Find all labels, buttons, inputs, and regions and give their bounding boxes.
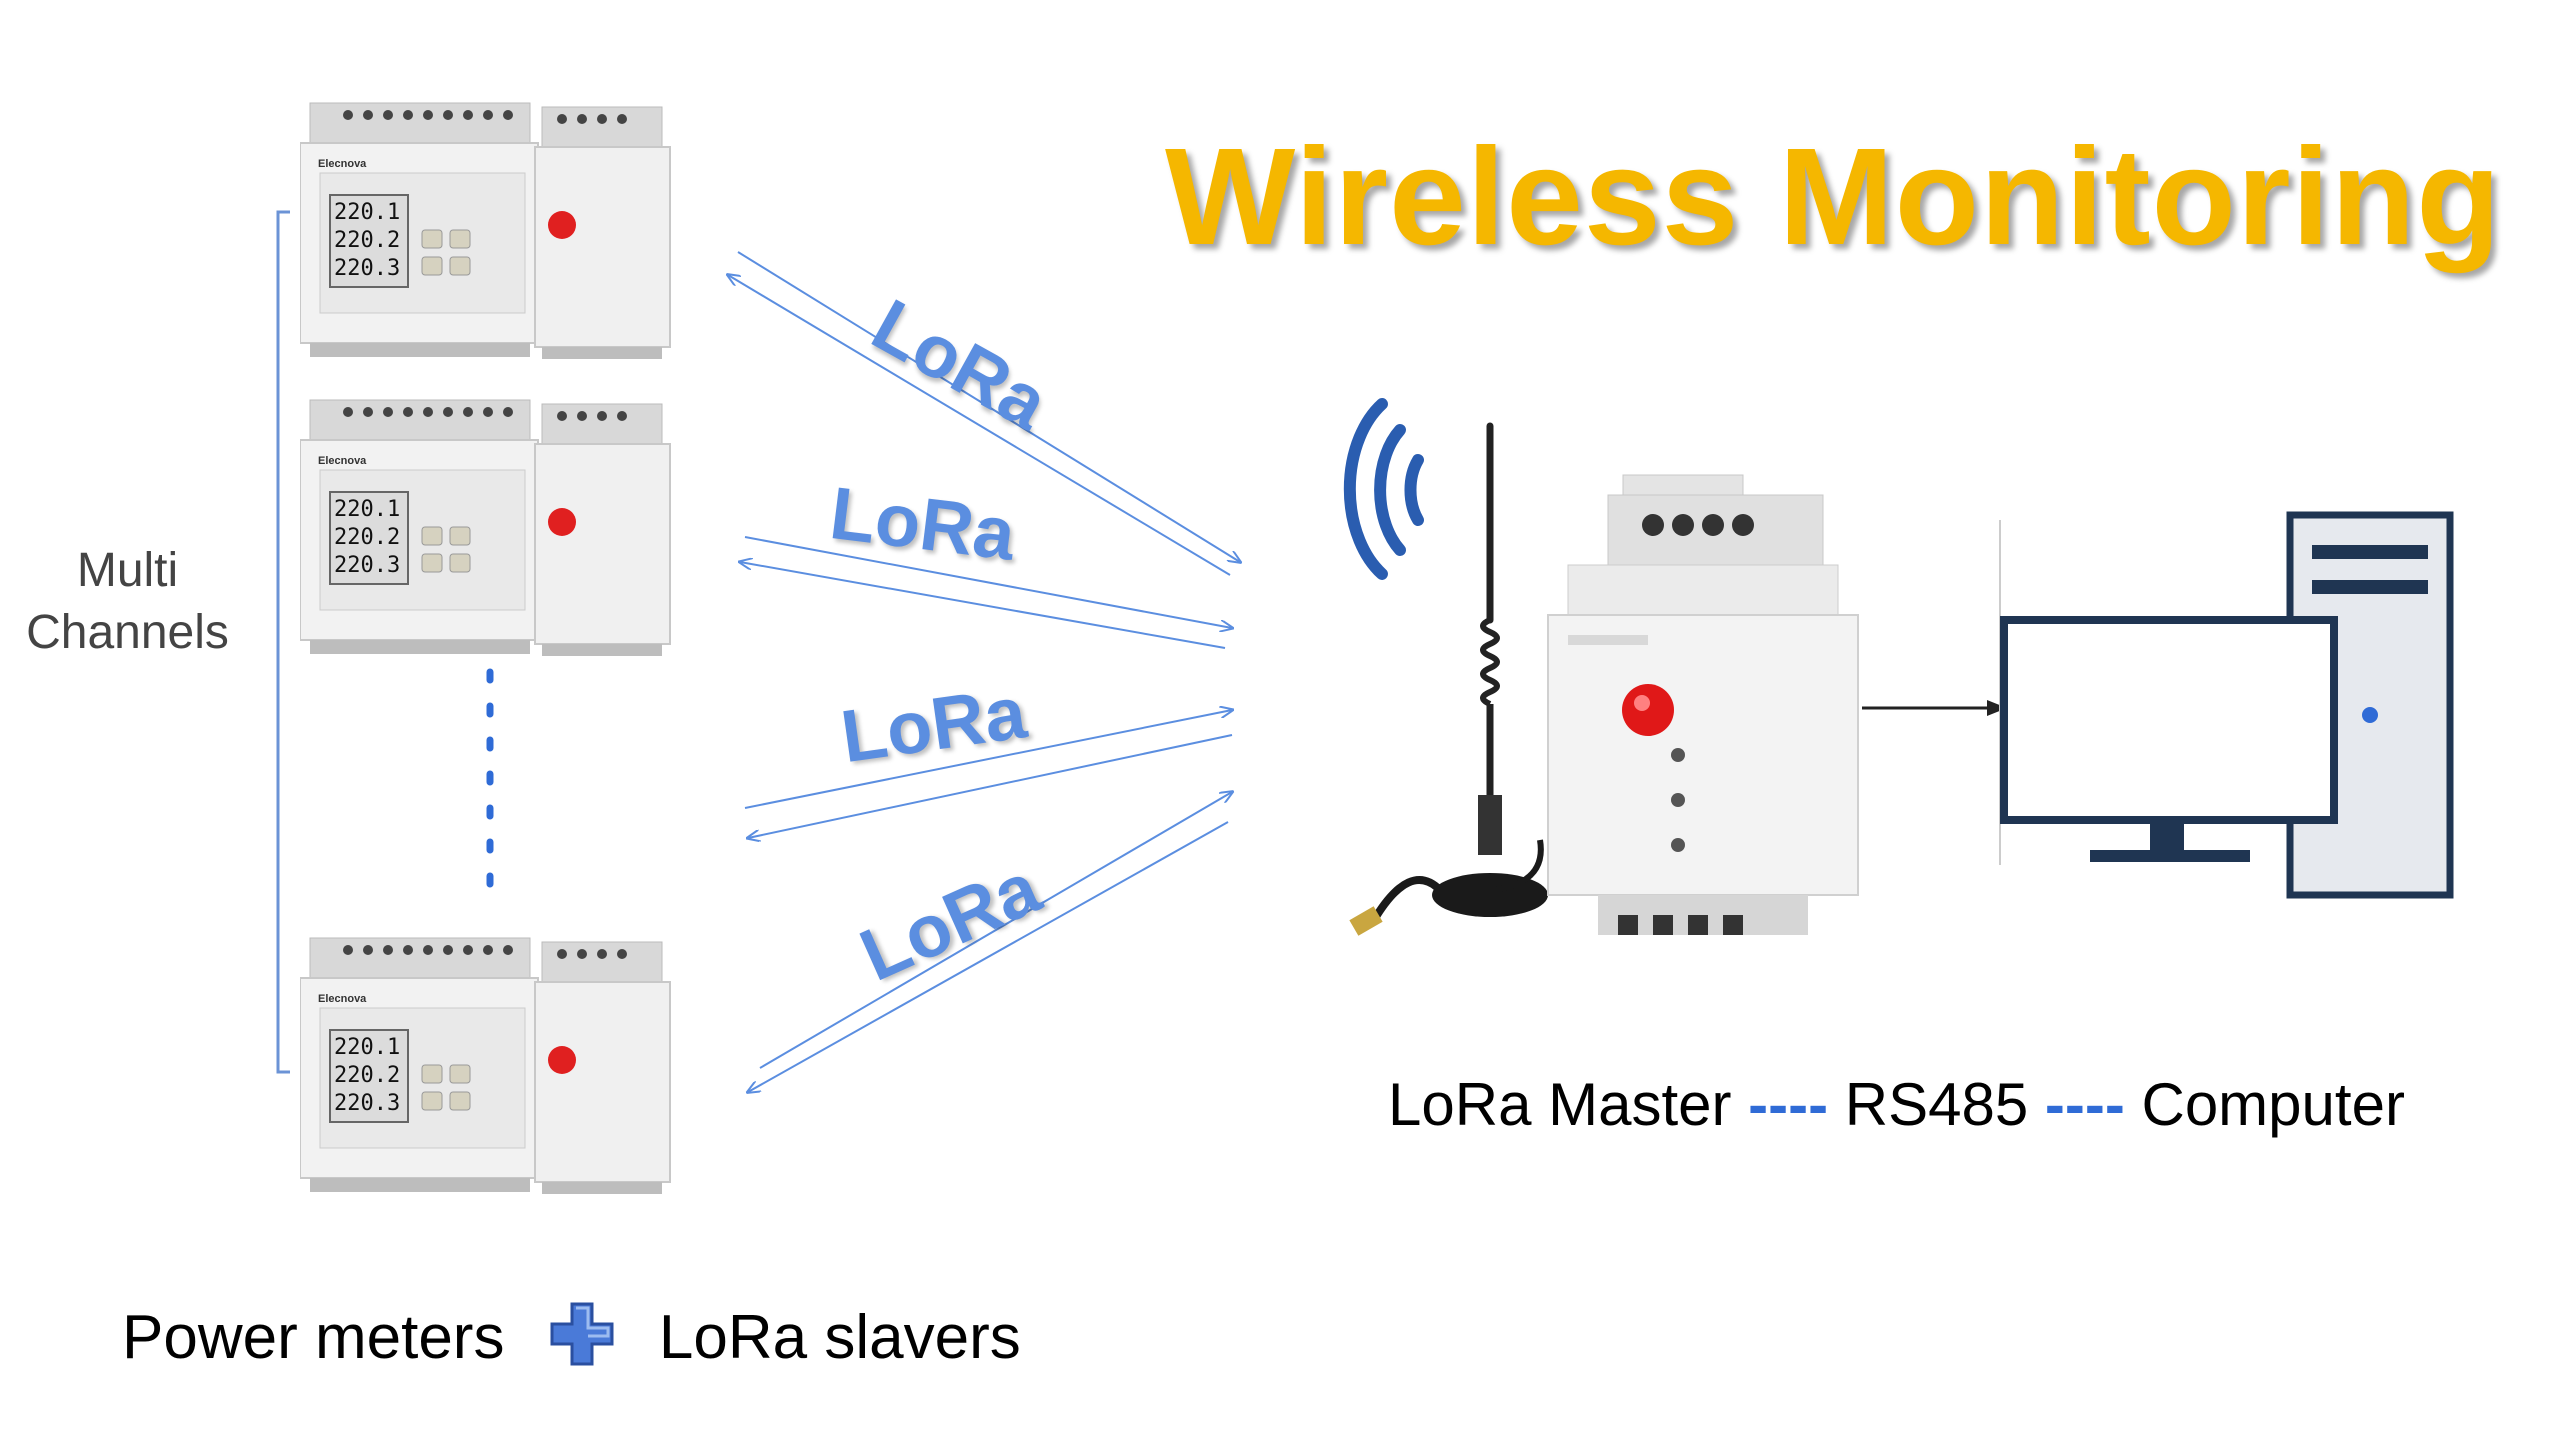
chain-dash-2: ---- <box>2045 1071 2125 1138</box>
meter-reading-1: 220.1 <box>334 497 400 522</box>
meter-reading-3: 220.3 <box>334 1091 400 1116</box>
power-meters-label: Power meters <box>122 1303 504 1372</box>
meter-brand: Elecnova <box>318 993 367 1005</box>
connection-chain-text: LoRa Master ---- RS485 ---- Computer <box>1388 1070 2405 1139</box>
computer-label: Computer <box>2141 1071 2404 1138</box>
meter-reading-1: 220.1 <box>334 200 400 225</box>
meter-unit-1: 220.1 220.2 220.3 Elecnova <box>300 85 680 365</box>
meter-device-icon: 220.1 220.2 220.3 Elecnova <box>300 382 680 657</box>
lora-arrow-2b <box>740 562 1225 648</box>
chain-dash-1: ---- <box>1748 1071 1828 1138</box>
plus-icon <box>546 1298 618 1385</box>
meter-device-icon: 220.1 220.2 220.3 Elecnova <box>300 85 680 360</box>
channels-bracket <box>278 212 290 1072</box>
bottom-caption: Power meters LoRa slavers <box>122 1298 1021 1385</box>
meter-brand: Elecnova <box>318 455 367 467</box>
meter-brand: Elecnova <box>318 158 367 170</box>
meter-device-icon: 220.1 220.2 220.3 Elecnova <box>300 920 680 1195</box>
meter-reading-2: 220.2 <box>334 1063 400 1088</box>
meter-unit-2: 220.1 220.2 220.3 Elecnova <box>300 382 680 662</box>
meter-unit-3: 220.1 220.2 220.3 Elecnova <box>300 920 680 1200</box>
computer-icon <box>1990 505 2470 925</box>
antenna-icon <box>1330 420 1560 960</box>
meter-reading-3: 220.3 <box>334 553 400 578</box>
meter-reading-2: 220.2 <box>334 228 400 253</box>
meter-reading-3: 220.3 <box>334 256 400 281</box>
lora-master-device-icon <box>1538 465 1868 965</box>
rs485-label: RS485 <box>1845 1071 2028 1138</box>
meter-reading-2: 220.2 <box>334 525 400 550</box>
meter-reading-1: 220.1 <box>334 1035 400 1060</box>
lora-master-label: LoRa Master <box>1388 1071 1731 1138</box>
lora-slavers-label: LoRa slavers <box>659 1303 1021 1372</box>
